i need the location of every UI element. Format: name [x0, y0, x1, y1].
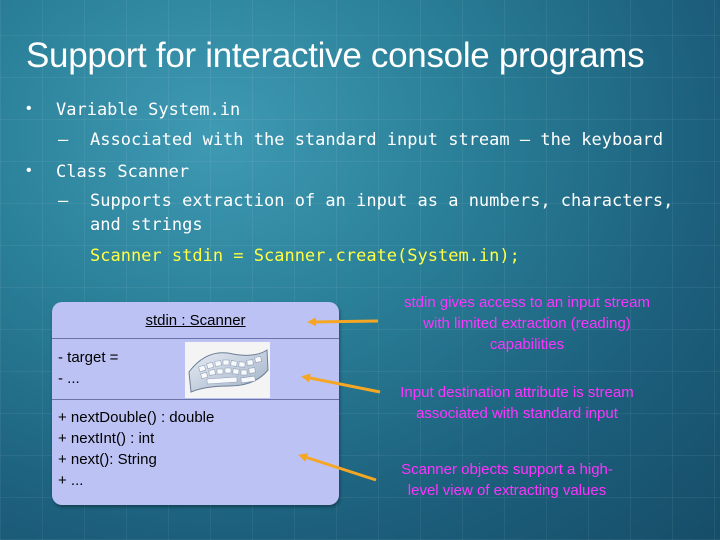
- uml-operation: + nextDouble() : double: [58, 409, 215, 426]
- bullet-variable-system-in: Variable System.in: [56, 100, 241, 120]
- keyboard-icon: [185, 342, 270, 398]
- note-line: capabilities: [489, 336, 565, 353]
- uml-operation: + nextInt() : int: [58, 430, 155, 447]
- sub-bullet-marker: –: [58, 191, 69, 211]
- uml-object-name: stdin : Scanner: [145, 312, 246, 329]
- note-line: with limited extraction (reading): [423, 315, 631, 332]
- note-stdin: stdin gives access to an input stream wi…: [372, 292, 682, 355]
- note-line: Scanner objects support a high-: [401, 461, 613, 478]
- note-line: Input destination attribute is stream: [400, 384, 634, 401]
- note-scanner-objects: Scanner objects support a high- level vi…: [352, 459, 662, 501]
- sub-bullet-standard-input: Associated with the standard input strea…: [90, 130, 664, 150]
- uml-operation: + ...: [58, 472, 84, 489]
- uml-divider: [52, 399, 339, 400]
- note-input-destination: Input destination attribute is stream as…: [362, 382, 672, 424]
- uml-divider: [52, 338, 339, 339]
- note-line: level view of extracting values: [407, 482, 607, 499]
- uml-object-box: stdin : Scanner - target = - ...: [52, 302, 339, 505]
- uml-operation: + next(): String: [58, 451, 157, 468]
- uml-attribute: - target =: [58, 349, 119, 366]
- sub-bullet-scanner-line2: and strings: [90, 215, 203, 235]
- uml-attribute: - ...: [58, 370, 80, 387]
- note-line: stdin gives access to an input stream: [404, 294, 650, 311]
- slide-title: Support for interactive console programs: [26, 36, 645, 75]
- sub-bullet-scanner-line1: Supports extraction of an input as a num…: [90, 191, 674, 211]
- bullet-marker: •: [26, 100, 32, 117]
- bullet-marker: •: [26, 162, 32, 179]
- code-line: Scanner stdin = Scanner.create(System.in…: [90, 246, 520, 266]
- bullet-class-scanner: Class Scanner: [56, 162, 190, 182]
- note-line: associated with standard input: [416, 405, 618, 422]
- sub-bullet-marker: –: [58, 130, 69, 150]
